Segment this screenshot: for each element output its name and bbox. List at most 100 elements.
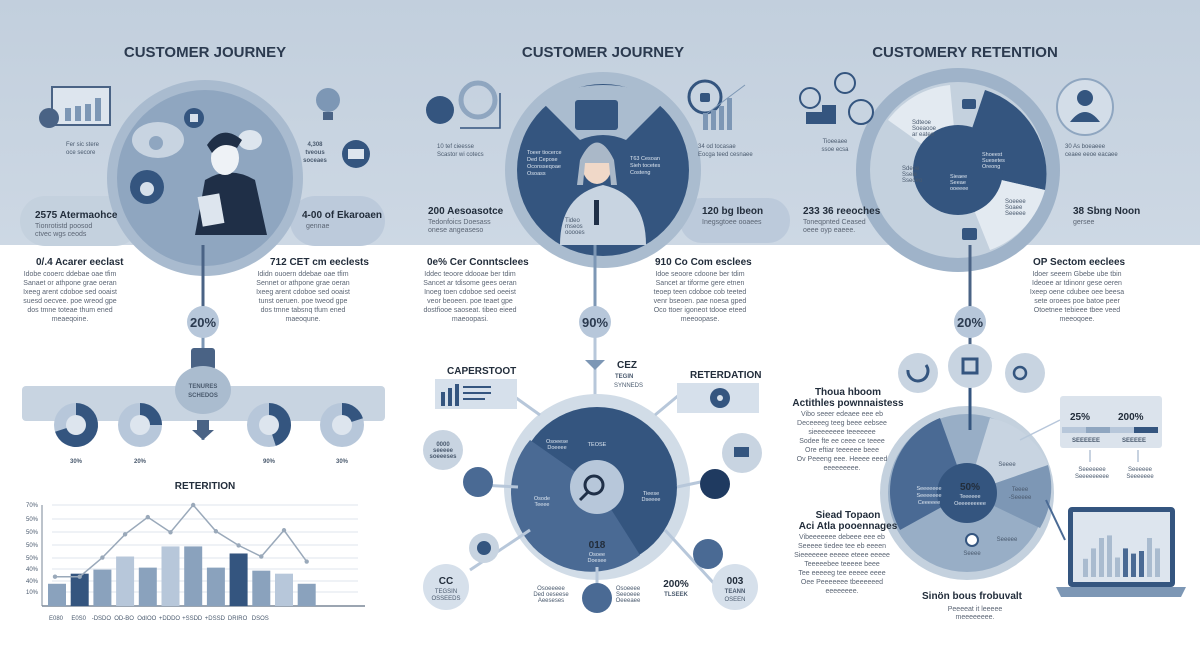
svg-text:20%: 20% <box>190 315 216 330</box>
retention-label: RETERDATION <box>690 370 761 381</box>
stat-text: onese angeaseso <box>428 227 483 234</box>
pie-label: ooeeee <box>950 186 968 192</box>
svg-text:20%: 20% <box>957 315 983 330</box>
note-text: ceaee eeoe eacaee <box>1065 152 1118 158</box>
pie-label: Sdteoe <box>912 120 932 126</box>
tool-node <box>693 539 723 569</box>
stat-heading: 2575 Atermaohce <box>35 210 118 221</box>
section-text: Vibeeeeeee debeee eee eb <box>799 534 885 541</box>
circle-text: Costeng <box>630 170 651 176</box>
section-text: Seeeee tiedee tee eb eeeen <box>798 543 886 550</box>
trend-line <box>55 503 308 578</box>
laptop-bar <box>1107 535 1112 577</box>
block-text: Sennet or athpone grae oeran <box>256 280 350 287</box>
bar <box>206 567 225 606</box>
trend-point <box>100 555 105 560</box>
stat-text: Toneqpnted Ceased <box>803 219 866 226</box>
satellite-heading: CC <box>439 576 453 587</box>
donut-1: 30% <box>54 403 98 465</box>
block-text: sete oroees poe batoe peer <box>1034 298 1120 305</box>
lock-icon-bottom <box>962 228 977 240</box>
donut-4: 30% <box>320 403 364 465</box>
left-stat-bubble <box>20 196 140 246</box>
y-tick-label: 50% <box>26 530 39 536</box>
block-text: Ididn ouoern ddebae oae tfim <box>257 271 348 278</box>
trend-point <box>304 559 309 564</box>
pie-label: Sseoeo <box>902 178 923 184</box>
section-heading: Thoua hboom <box>815 387 881 398</box>
wedge-label: Ceeeeee <box>918 500 940 506</box>
satellite-node-br <box>712 564 758 610</box>
hub-text: Teeee <box>535 502 550 508</box>
bar <box>229 553 248 606</box>
stat-note: Seeeeeee <box>1126 474 1154 480</box>
stat-text: ctvec wgs ceods <box>35 231 87 238</box>
caption-text: Aeeseses <box>538 598 564 604</box>
circle-text: Ded Cepose <box>527 157 558 163</box>
section-text: Vibo seeer edeaee eee eb <box>801 411 883 418</box>
hub-text: Osoee <box>589 552 605 558</box>
center-text: Teeeeee <box>959 494 980 500</box>
wallet-icon <box>575 100 618 130</box>
chart-title: RETERITION <box>175 481 236 492</box>
block-heading: 0/.4 Acarer eeclast <box>36 257 124 268</box>
bar <box>297 583 316 606</box>
block-text: Otoetnee tebieee tbee veed <box>1034 307 1121 314</box>
x-tick-label: -DSDO <box>92 616 112 622</box>
right-percent-pill: 20% <box>954 306 986 338</box>
user-node <box>700 469 730 499</box>
wedge-label: Teeee <box>1012 487 1029 493</box>
lightbulb-icon <box>316 88 340 120</box>
note-text: ssoe ecsa <box>821 147 849 153</box>
section-heading: Aci Atla pooennages <box>799 521 898 532</box>
refresh-icon <box>906 364 930 383</box>
wedge-label: Seeee <box>963 551 981 557</box>
svg-text:90%: 90% <box>582 315 608 330</box>
trend-point <box>281 528 287 533</box>
magnifier-icon <box>583 474 605 496</box>
y-tick-label: 50% <box>26 543 39 549</box>
stat-value: 200% <box>1118 412 1144 423</box>
section-text: Ore eftiar teeeeee beee <box>805 447 879 454</box>
stat-heading: 38 Sbng Noon <box>1073 206 1140 217</box>
x-tick-label: DSOS <box>252 616 269 622</box>
laptop-icon <box>1056 507 1186 597</box>
note-text: 4,308 <box>307 142 323 148</box>
chat-bubble-icon <box>238 130 262 150</box>
stat-heading: 200 Aesoasotce <box>428 206 504 217</box>
block-text: Ideoee ar tdinonr gese oeren <box>1032 280 1122 287</box>
left-title: CUSTOMER JOURNEY <box>124 44 286 61</box>
pie-label: Oreong <box>982 164 1000 170</box>
trend-point <box>145 514 150 520</box>
growth-chart-icon <box>799 72 874 125</box>
block-text: teoep teen cdoboe cob teeted <box>654 289 747 296</box>
section-text: Oee Peeeeeee tbeeeeeed <box>801 579 883 586</box>
pie-label: Seeae <box>950 180 966 186</box>
left-percent-pill: 20% <box>187 306 219 338</box>
bar <box>93 569 112 606</box>
satellite-node-cc <box>423 564 469 610</box>
hub-text: Doesee <box>588 558 607 564</box>
wedge-label: Seeee <box>998 462 1016 468</box>
stat-label: SEEEEE <box>1122 438 1146 444</box>
y-tick-label: 40% <box>26 579 39 585</box>
y-tick-label: 40% <box>26 567 39 573</box>
stat-heading: 233 36 reeoches <box>803 206 881 217</box>
stat-note: Seeeeee <box>1128 467 1153 473</box>
pie-label: Shoeest <box>982 152 1003 158</box>
laptop-bar <box>1131 553 1136 577</box>
stat-note: Seeeeeeeee <box>1075 474 1110 480</box>
block-text: dos tmne tabsnq tfum ened <box>261 307 346 314</box>
laptop-bar <box>1091 548 1096 577</box>
middle-title: CUSTOMER JOURNEY <box>522 44 684 61</box>
note-text: 30 As boeaeee <box>1065 144 1106 150</box>
wedge-label: Seeeeeee <box>916 493 941 499</box>
note-text: Eocga teed cesnaee <box>698 152 753 158</box>
lightbulb-icon <box>130 415 150 435</box>
hub-text: Dseeee <box>642 497 661 503</box>
caption-text: Osoeeeee <box>537 586 565 592</box>
block-text: Iddec teoore ddooae ber tdim <box>424 271 516 278</box>
block-text: venr bseoen. pae noesa gped <box>654 298 747 305</box>
note-text: 34 od tocasae <box>698 144 736 150</box>
